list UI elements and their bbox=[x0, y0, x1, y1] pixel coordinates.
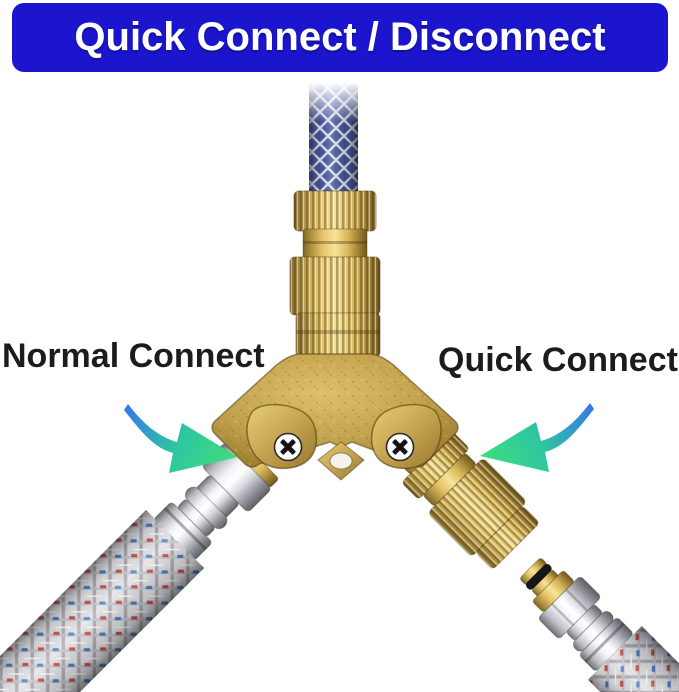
right-braided-hose bbox=[587, 625, 679, 692]
banner-title: Quick Connect / Disconnect bbox=[74, 15, 606, 59]
brass-quick-coupler bbox=[402, 432, 539, 569]
normal-connect-label: Normal Connect bbox=[2, 337, 265, 375]
blue-mesh-hose bbox=[307, 82, 360, 198]
left-arrow-icon bbox=[124, 404, 238, 473]
right-shutoff-lever bbox=[370, 403, 442, 470]
quick-connect-label: Quick Connect bbox=[438, 341, 678, 379]
y-valve-body bbox=[211, 353, 459, 481]
hang-hole-tab bbox=[317, 441, 365, 481]
title-banner: Quick Connect / Disconnect bbox=[12, 3, 668, 72]
left-braided-hose bbox=[0, 509, 205, 692]
chrome-normal-connector bbox=[0, 435, 279, 692]
male-quick-adapter bbox=[520, 558, 679, 692]
left-shutoff-lever bbox=[246, 403, 318, 470]
o-ring bbox=[526, 564, 552, 590]
brass-quick-connector-stack bbox=[289, 190, 381, 358]
right-arrow-icon bbox=[480, 403, 594, 472]
